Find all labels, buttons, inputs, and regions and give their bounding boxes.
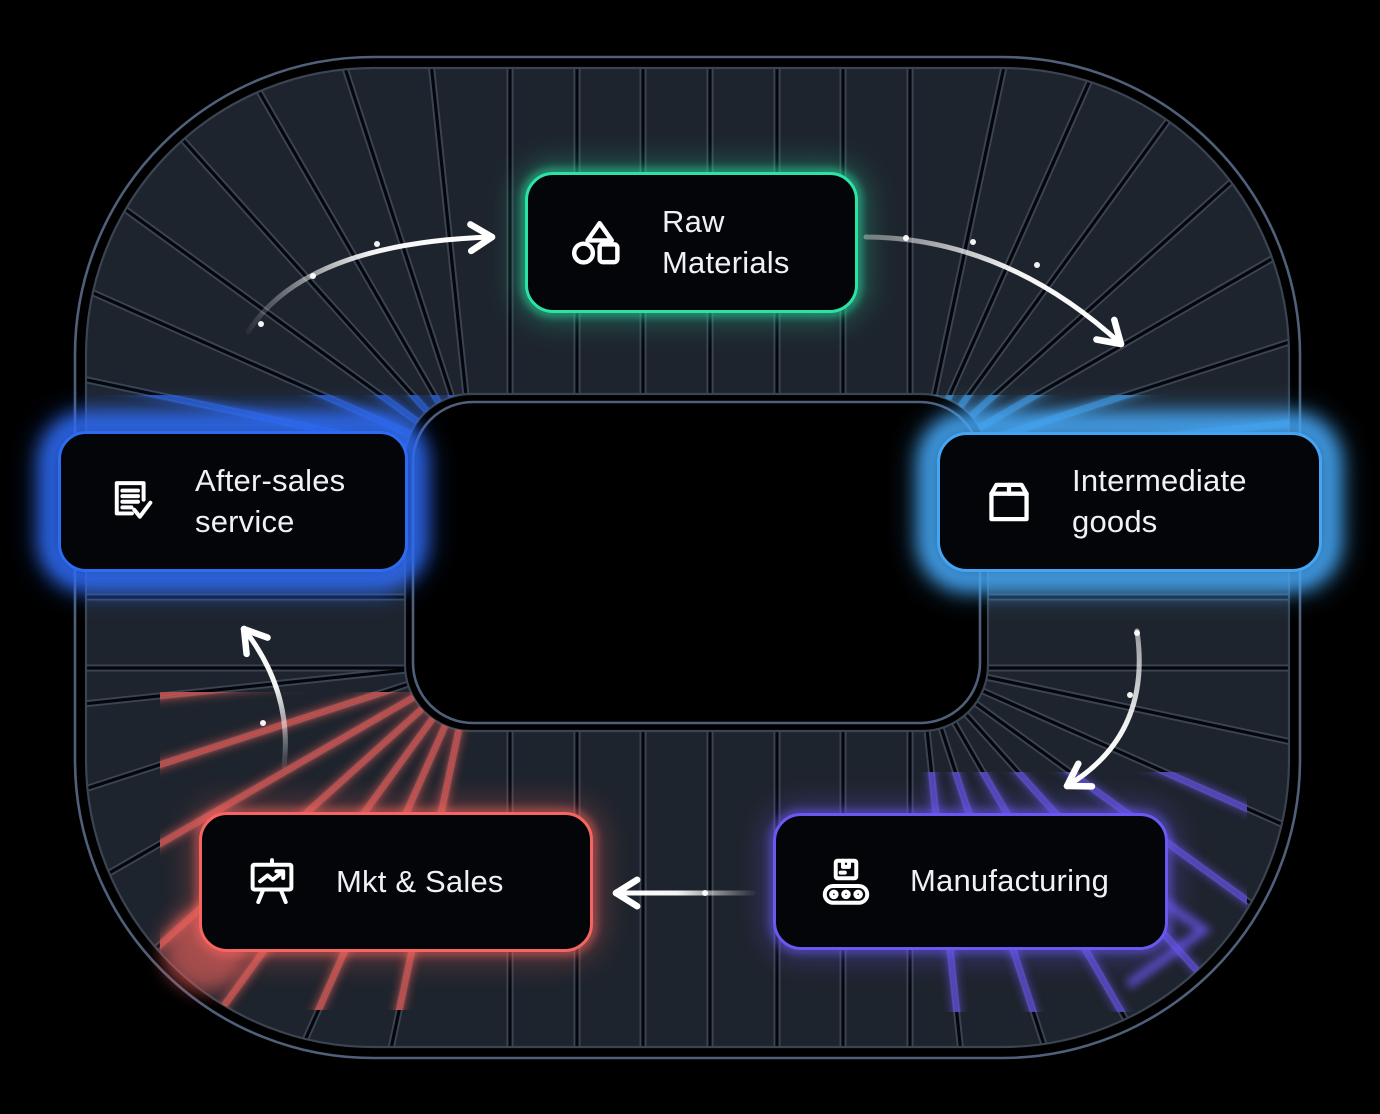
package-box-icon [982, 475, 1036, 529]
node-after-sales-service: After-sales service [58, 431, 408, 572]
node-label: After-sales service [195, 462, 346, 539]
node-label: Manufacturing [910, 863, 1110, 899]
flow-arrow-manufacturing-to-mkt-sales [612, 876, 756, 910]
document-check-icon [103, 474, 159, 530]
node-label: Intermediate goods [1072, 463, 1247, 539]
node-label: Mkt & Sales [336, 863, 504, 899]
node-label: Raw Materials [662, 203, 790, 280]
node-raw-materials: Raw Materials [525, 172, 858, 313]
node-manufacturing: Manufacturing [773, 813, 1168, 950]
flow-arrow-after-sales-service-to-raw-materials [245, 221, 496, 335]
shapes-icon [570, 215, 626, 271]
conveyor-belt-icon [818, 854, 874, 910]
flow-arrow-intermediate-goods-to-manufacturing [1063, 628, 1142, 790]
ring-outer-boundary [73, 55, 1302, 1060]
node-intermediate-goods: Intermediate goods [937, 432, 1322, 572]
flow-arrow-mkt-sales-to-after-sales-service [240, 625, 288, 769]
flow-arrow-raw-materials-to-intermediate-goods [863, 234, 1125, 348]
ring-inner-boundary [411, 400, 982, 725]
easel-chart-icon [244, 854, 300, 910]
node-mkt-sales: Mkt & Sales [199, 812, 593, 952]
